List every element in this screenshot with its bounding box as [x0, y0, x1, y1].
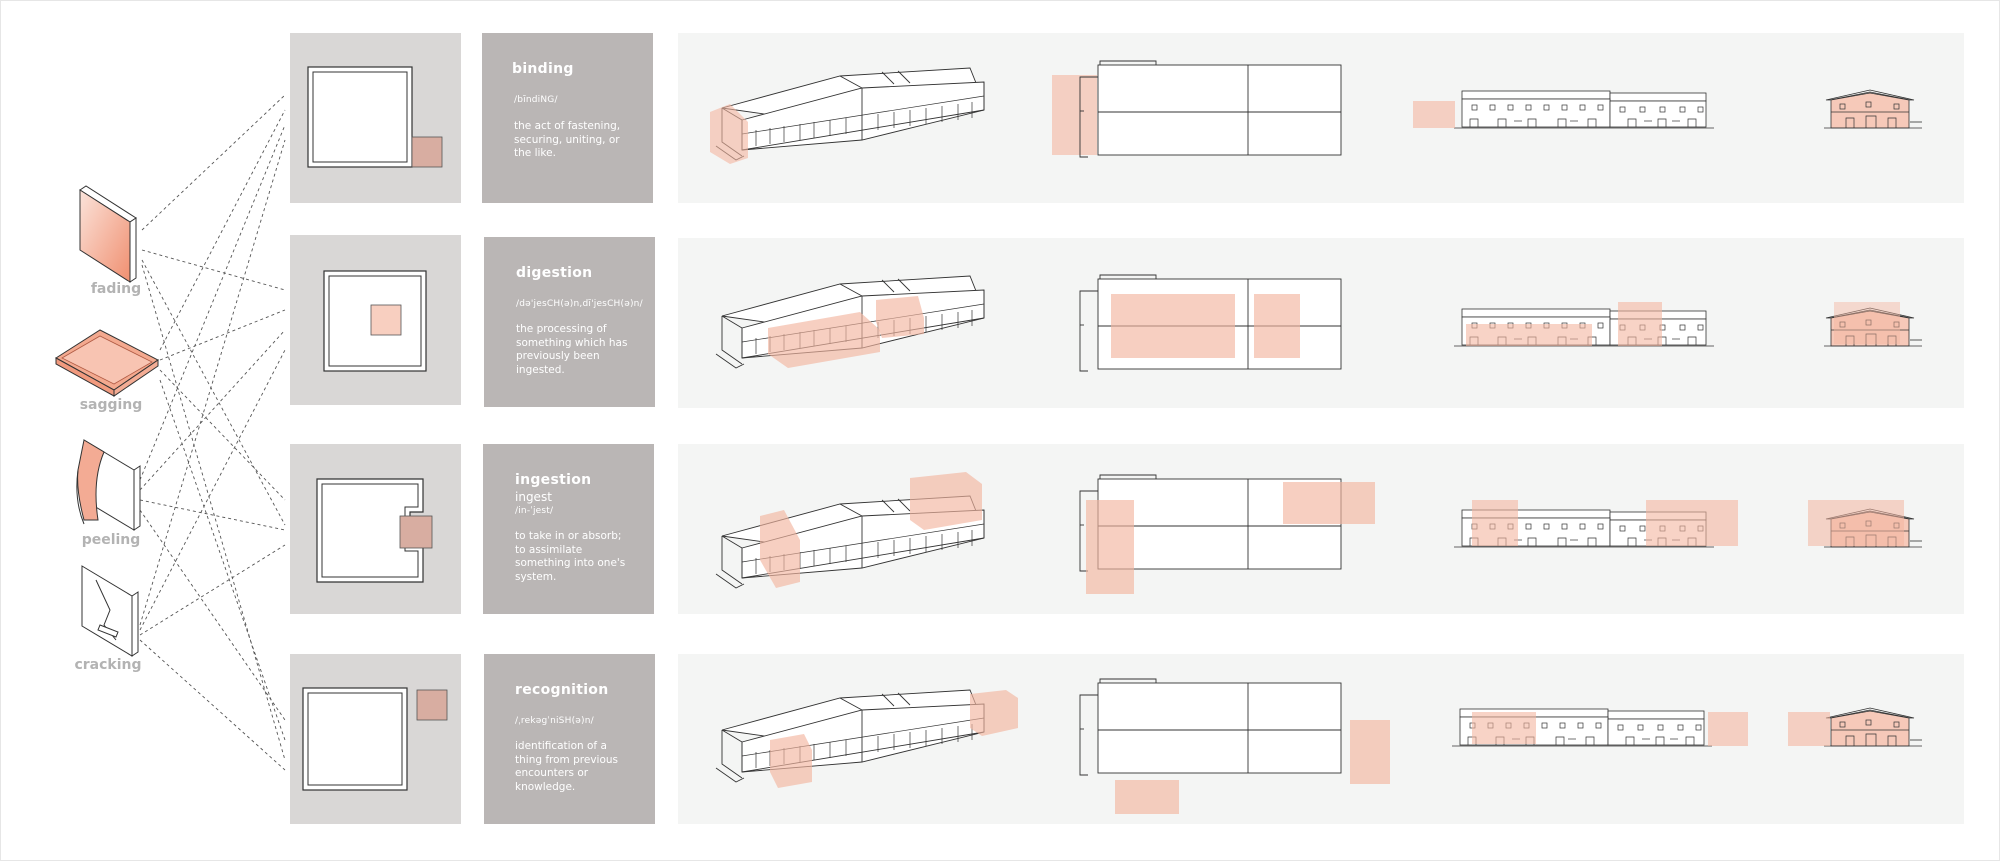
ingestion-axonometric: [715, 472, 985, 589]
ingestion-gable-elevation: [1808, 500, 1923, 548]
diagram-panel: [290, 235, 461, 405]
term-root: ingest: [515, 490, 552, 504]
material-label-fading: fading: [90, 281, 142, 297]
recognition-elevation: [1451, 708, 1748, 747]
definition-panel: ingestion ingest /in-ˈjest/ to take in o…: [483, 444, 654, 614]
definition-panel: digestion /də'jesCH(ə)n,dī'jesCH(ə)n/ th…: [484, 237, 655, 407]
term-description: identification of a thing from previous …: [515, 740, 619, 793]
diagram-panel: [290, 444, 461, 614]
binding-axonometric: [710, 67, 985, 164]
binding-gable-elevation: [1823, 89, 1923, 129]
recognition-axonometric: [715, 689, 1018, 788]
term-title: binding: [512, 61, 574, 77]
recognition-gable-elevation: [1788, 707, 1923, 747]
binding-plan: [1052, 60, 1342, 158]
definition-panel: binding /bīndiNG/ the act of fastening, …: [482, 33, 653, 203]
term-description: the act of fastening, securing, uniting,…: [514, 120, 621, 159]
term-pronunciation: /in-ˈjest/: [515, 506, 554, 516]
material-label-sagging: sagging: [79, 397, 143, 413]
diagram-panel: [290, 33, 461, 203]
recognition-square-diagram: [302, 687, 448, 791]
term-description: the processing of something which has pr…: [516, 323, 628, 376]
binding-square-diagram: [307, 66, 443, 168]
digestion-plan: [1079, 274, 1342, 372]
material-icons: [55, 94, 286, 771]
term-title: digestion: [516, 265, 593, 281]
diagram-panel: [290, 654, 461, 824]
cracking-panel-icon: [81, 565, 139, 657]
binding-elevation: [1413, 90, 1715, 129]
recognition-plan: [1079, 678, 1390, 814]
connector-lines: [139, 94, 286, 771]
digestion-gable-elevation: [1823, 302, 1923, 347]
peeling-panel-icon: [76, 439, 141, 531]
definition-panel: recognition /ˌrekəgˈniSH(ə)n/ identifica…: [484, 654, 655, 824]
ingestion-elevation: [1453, 500, 1738, 548]
digestion-square-diagram: [323, 270, 427, 372]
term-pronunciation: /də'jesCH(ə)n,dī'jesCH(ə)n/: [516, 299, 643, 309]
fading-panel-icon: [79, 185, 137, 283]
digestion-elevation: [1453, 302, 1715, 347]
term-pronunciation: /bīndiNG/: [514, 95, 558, 105]
digestion-axonometric: [715, 275, 985, 369]
material-label-peeling: peeling: [81, 532, 141, 548]
sagging-panel-icon: [55, 329, 159, 397]
term-title: ingestion: [515, 472, 592, 488]
term-pronunciation: /ˌrekəgˈniSH(ə)n/: [515, 716, 594, 726]
ingestion-plan: [1079, 474, 1375, 594]
term-title: recognition: [515, 682, 609, 698]
material-label-cracking: cracking: [74, 657, 142, 673]
ingestion-square-diagram: [316, 478, 433, 583]
term-description: to take in or absorb; to assimilate some…: [515, 530, 626, 583]
